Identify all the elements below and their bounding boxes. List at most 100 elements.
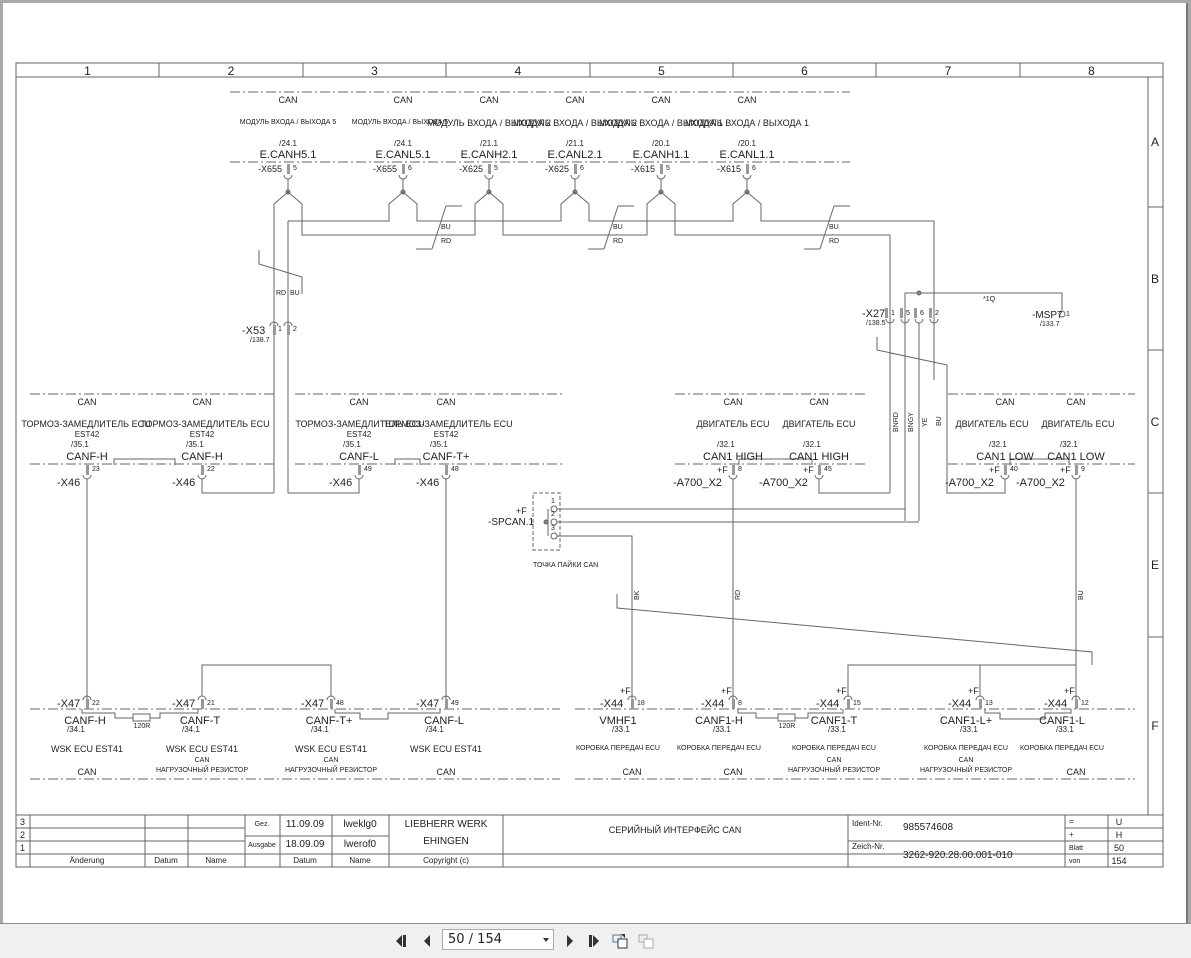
pin-number: 48 [451, 466, 459, 473]
pin-bar [732, 699, 735, 709]
module-name: ТОРМОЗ-ЗАМЕДЛИТЕЛЬ ECU [21, 419, 151, 429]
equal-label: = [1069, 817, 1074, 826]
cross-reference: /34.1 [182, 725, 200, 734]
fit-page-button[interactable] [611, 932, 629, 950]
pin-number: 13 [985, 700, 993, 707]
module-note: НАГРУЗОЧНЫЙ РЕЗИСТОР [156, 767, 248, 774]
pin-bar [1004, 465, 1007, 475]
equal-value: U [1115, 817, 1123, 827]
previous-page-button[interactable] [418, 932, 436, 950]
cross-reference: /33.1 [612, 725, 630, 734]
signal-name: CANF-L [424, 715, 464, 727]
pin-number: 2 [293, 326, 297, 333]
first-page-button[interactable] [393, 932, 411, 950]
wire-bu-x27 [760, 206, 935, 380]
pin-bar [732, 465, 735, 475]
wire-bu [416, 206, 562, 222]
column-number-8: 8 [1088, 64, 1095, 78]
wire [288, 479, 360, 494]
chevron-down-icon [543, 938, 549, 942]
wire-color-bu: BU [441, 224, 451, 231]
pin-number: 49 [364, 466, 372, 473]
cross-reference: /33.1 [713, 725, 731, 734]
cross-reference: /20.1 [652, 139, 670, 148]
signal-name: E.CANL2.1 [547, 149, 603, 161]
sheet-label: Blatt [1069, 845, 1084, 852]
pin-bar [358, 465, 361, 475]
wire-link [394, 458, 421, 465]
wire-color-rd: RD [441, 238, 452, 245]
pin-bar [330, 699, 333, 709]
connector-id: -A700_X2 [759, 477, 808, 489]
last-page-button[interactable] [585, 932, 603, 950]
revision-header: Name [205, 856, 227, 865]
pin-bar [979, 699, 982, 709]
module-note: НАГРУЗОЧНЫЙ РЕЗИСТОР [788, 767, 880, 774]
page-selector[interactable]: 50 / 154 [442, 929, 554, 950]
company-name: LIEBHERR WERK [404, 819, 488, 830]
module-name: ТОРМОЗ-ЗАМЕДЛИТЕЛЬ ECU [383, 419, 513, 429]
location-plus: +F [516, 506, 527, 516]
issued-date: 18.09.09 [285, 839, 325, 850]
connector-id: -X44 [816, 698, 840, 710]
resistor-120r-icon [777, 713, 796, 722]
module-name: МОДУЛЬ ВХОДА / ВЫХОДА 1 [598, 118, 724, 128]
pin-number: 22 [92, 700, 100, 707]
bus-label: CAN [1066, 397, 1086, 407]
module-note: НАГРУЗОЧНЫЙ РЕЗИСТОР [920, 767, 1012, 774]
column-number-7: 7 [944, 64, 952, 78]
wire-color-bu: BU [1078, 590, 1085, 600]
bus-label: CAN [565, 95, 585, 105]
fit-page-icon [612, 934, 628, 949]
pin-bar [273, 325, 276, 335]
of-label: von [1069, 858, 1081, 865]
module-name: МОДУЛЬ ВХОДА / ВЫХОДА 1 [684, 118, 810, 128]
pin-number: 6 [752, 165, 756, 172]
fit-width-button[interactable] [637, 932, 655, 950]
pin-bar [900, 308, 903, 318]
wire-color-rd: RD [276, 290, 287, 297]
cross-reference: /35.1 [343, 440, 361, 449]
pin-number: 1 [891, 310, 895, 317]
pin-number: 6 [580, 165, 584, 172]
pin-bar [847, 699, 850, 709]
wire-link [113, 458, 176, 465]
connector-id: -X46 [329, 477, 353, 489]
connector-socket-icon [570, 174, 580, 180]
module-name: ДВИГАТЕЛЬ ECU [696, 419, 770, 429]
module-name: КОРОБКА ПЕРЕДАЧ ECU [677, 745, 761, 752]
wire-branch [474, 191, 504, 206]
signal-name: E.CANL5.1 [375, 149, 431, 161]
wire [946, 380, 1006, 494]
pin-number: 23 [92, 466, 100, 473]
wire-link [795, 709, 844, 719]
signal-name: CANF1-L+ [939, 715, 993, 727]
junction-dot [543, 519, 549, 525]
pin-number: 3 [551, 525, 555, 532]
pin-number: 45 [824, 466, 832, 473]
signal-name: CANF-H [181, 451, 223, 463]
connector-x53: -X53 [242, 325, 266, 337]
connector-socket-icon [82, 695, 92, 701]
resistor-120r-icon [132, 713, 151, 722]
revision-number: 3 [20, 817, 26, 827]
pin-number: 21 [207, 700, 215, 707]
next-page-button[interactable] [561, 932, 579, 950]
next-page-icon [567, 935, 573, 947]
connector-id: -X46 [172, 477, 196, 489]
connector-id: -A700_X2 [673, 477, 722, 489]
module-name: ТОРМОЗ-ЗАМЕДЛИТЕЛЬ ECU [140, 419, 270, 429]
cross-reference: /33.1 [828, 725, 846, 734]
module-note: CAN [194, 757, 210, 764]
wire-bngy [557, 493, 906, 510]
wire-color-bu: BU [613, 224, 623, 231]
module-name: КОРОБКА ПЕРЕДАЧ ECU [576, 745, 660, 752]
cross-reference: /133.7 [1040, 321, 1060, 328]
cross-reference: /21.1 [566, 139, 584, 148]
cross-reference: /34.1 [426, 725, 444, 734]
wire-link [81, 709, 133, 719]
column-number-2: 2 [227, 64, 235, 78]
module-name: МОДУЛЬ ВХОДА / ВЫХОДА 2 [512, 118, 638, 128]
wire [847, 664, 1076, 696]
